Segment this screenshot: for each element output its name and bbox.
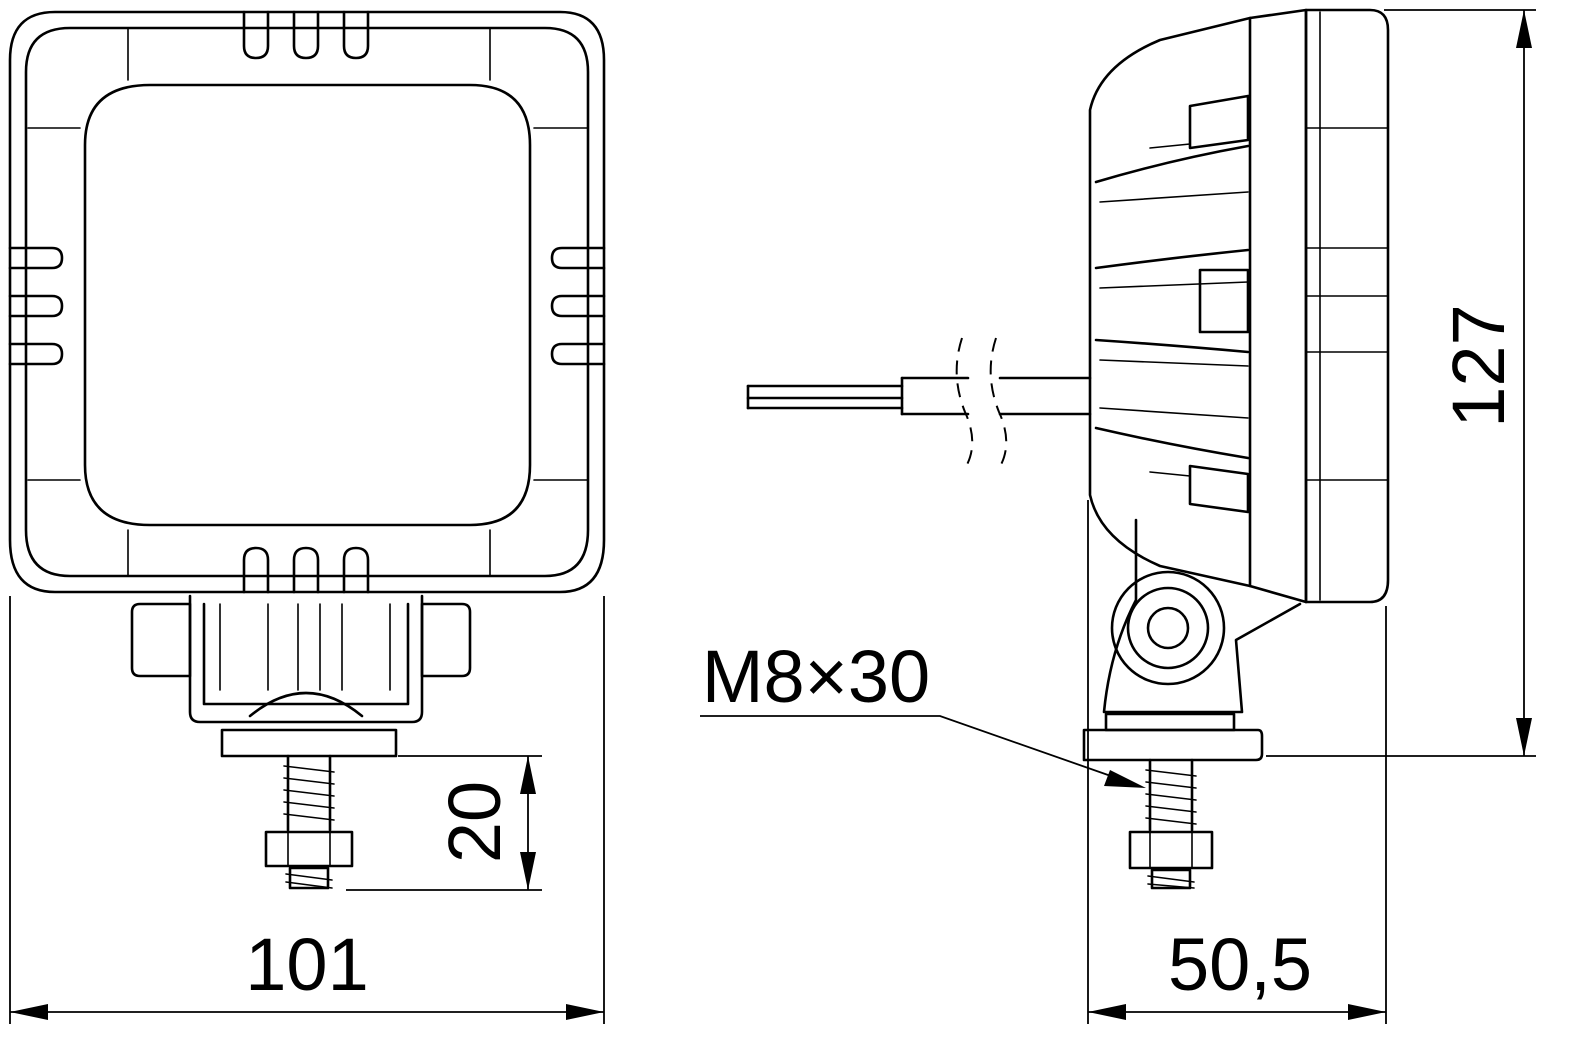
width-label: 101 (245, 923, 368, 1006)
right-fins (550, 246, 606, 366)
cable (746, 337, 1092, 471)
top-fins (242, 10, 370, 60)
bottom-fins (242, 546, 370, 594)
front-bracket (130, 594, 472, 758)
left-fins (8, 246, 64, 366)
bolt-callout-label: M8×30 (702, 635, 930, 718)
bolt-length-label: 20 (433, 781, 516, 863)
front-bolt (264, 754, 354, 890)
dim-height-127: 127 (1266, 9, 1536, 757)
dim-bolt-20: 20 (346, 755, 542, 891)
dim-width-101: 101 (9, 596, 605, 1024)
side-bracket (1082, 518, 1302, 762)
side-view (746, 8, 1390, 890)
height-label: 127 (1437, 304, 1520, 427)
front-view (8, 10, 606, 890)
side-bolt (1128, 758, 1214, 890)
side-fins (1094, 94, 1250, 514)
callout-m8x30: M8×30 (700, 635, 1146, 788)
depth-label: 50,5 (1168, 923, 1312, 1006)
dim-depth-50-5: 50,5 (1087, 500, 1387, 1024)
